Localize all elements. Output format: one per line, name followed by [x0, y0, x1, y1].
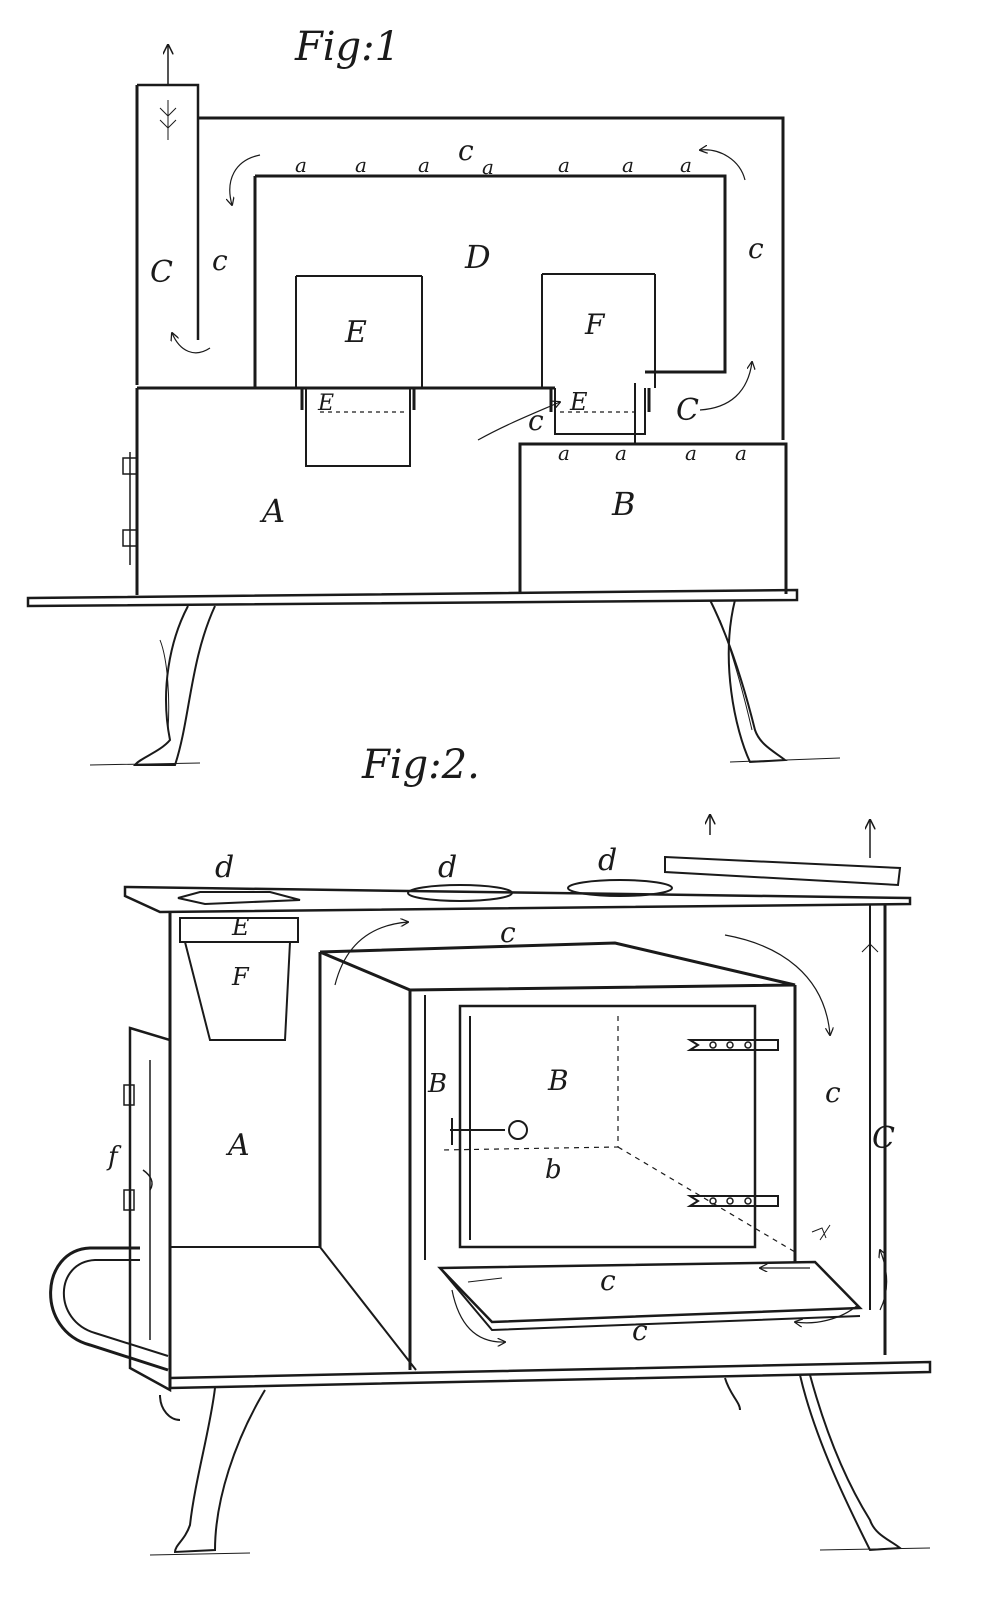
chimney-pipe [135, 45, 200, 385]
label-c-right: c [825, 1076, 841, 1109]
label-d-hole-2: d [438, 850, 457, 885]
oven-b-fig2 [318, 941, 797, 1370]
label-C-flue: C [150, 255, 173, 290]
firebox-door [123, 1026, 172, 1393]
label-c-flue-left: c [212, 244, 228, 277]
firebox-interior [170, 1246, 417, 1371]
label-c-flue-center: c [528, 404, 544, 437]
label-a-hole-8: a [558, 441, 570, 465]
airflow-arrows-fig2 [334, 922, 888, 1342]
stove-base-fig2 [149, 1374, 931, 1556]
chamber-d [295, 273, 656, 467]
label-c-shelf: c [600, 1264, 616, 1297]
label-c-flue-top: c [458, 134, 474, 167]
figure-2: Fig:2. [49, 742, 932, 1556]
label-a-hole-5: a [558, 153, 570, 177]
pot-e-f [179, 917, 299, 1041]
label-c-flue-right: c [748, 232, 764, 265]
oven-b [518, 383, 788, 594]
figure-1-title: Fig:1 [294, 24, 400, 70]
label-a-hole-9: a [615, 441, 627, 465]
figure-2-title: Fig:2. [361, 742, 480, 788]
label-a-hole-4: a [482, 155, 494, 179]
label-F-pot-fig2: F [231, 963, 250, 991]
label-B-oven: B [611, 485, 636, 523]
label-a-hole-7: a [680, 153, 692, 177]
label-b-oven-floor: b [545, 1155, 562, 1185]
figure-1: Fig:1 [26, 24, 841, 766]
label-d-hole-1: d [215, 850, 234, 885]
flue-casing [198, 116, 785, 440]
label-a-hole-11: a [735, 441, 747, 465]
airflow-arrows-fig1 [172, 150, 752, 441]
hearth-rail [49, 1246, 169, 1372]
label-A-firebox-fig2: A [225, 1128, 250, 1163]
firebox-a [122, 386, 555, 595]
label-a-hole-2: a [355, 153, 367, 177]
stove-top [123, 815, 912, 914]
label-c-top: c [500, 916, 516, 949]
label-F-pot: F [584, 308, 606, 341]
label-A-firebox: A [259, 492, 285, 530]
figure-1-labels: C c c c c C D E F E E A B a a a a a a a … [150, 134, 764, 530]
label-B-oven-door: B [547, 1064, 569, 1097]
stove-base-fig1 [26, 588, 841, 766]
label-a-hole-10: a [685, 441, 697, 465]
label-C-flue-right: C [872, 1121, 895, 1156]
oven-drop-shelf [437, 1260, 863, 1332]
label-C-flue-lower: C [676, 393, 699, 428]
label-a-hole-1: a [295, 153, 307, 177]
label-c-bottom: c [632, 1314, 648, 1347]
label-E-pot: E [344, 315, 367, 350]
stove-body-fig2 [168, 904, 932, 1390]
label-E-pot-fig2: E [231, 913, 250, 941]
label-d-hole-3: d [598, 843, 617, 878]
label-a-hole-6: a [622, 153, 634, 177]
label-E-lower: E [317, 391, 334, 416]
label-a-hole-3: a [418, 153, 430, 177]
label-D-chamber: D [464, 238, 491, 276]
label-B-oven-side: B [427, 1069, 447, 1099]
label-f-door: f [106, 1142, 122, 1172]
label-E-lower-right: E [569, 388, 588, 416]
